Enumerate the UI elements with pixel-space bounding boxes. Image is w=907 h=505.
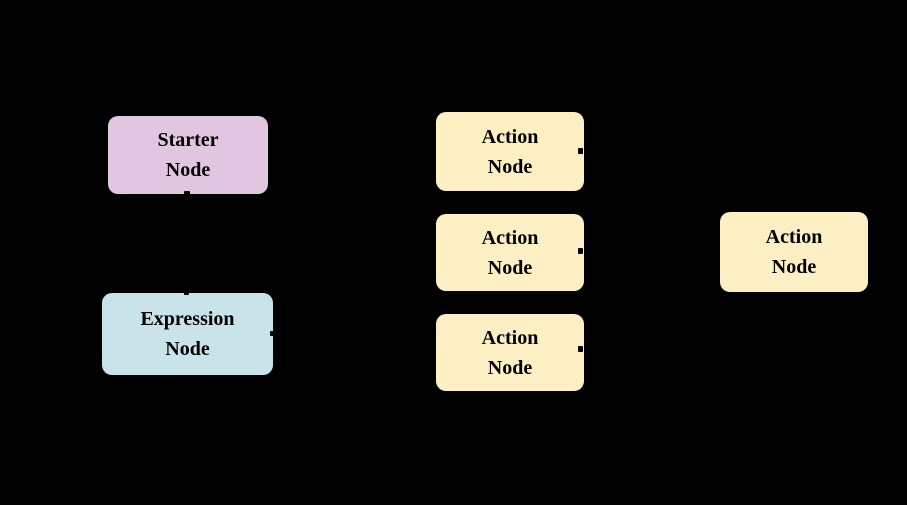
arrowhead-mark	[578, 148, 583, 154]
node-action-2: Action Node	[436, 214, 584, 291]
arrowhead-mark	[578, 346, 583, 352]
node-action-right: Action Node	[720, 212, 868, 292]
node-starter: Starter Node	[108, 116, 268, 194]
node-expression: Expression Node	[102, 293, 273, 375]
arrowhead-mark	[184, 291, 189, 295]
arrowhead-mark	[578, 248, 583, 254]
node-action-right-label: Action Node	[765, 226, 823, 278]
node-action-1: Action Node	[436, 112, 584, 191]
arrowhead-mark	[184, 191, 190, 197]
arrowhead-mark	[270, 331, 275, 336]
node-action-2-label: Action Node	[481, 226, 539, 279]
node-action-3: Action Node	[436, 314, 584, 391]
node-action-1-label: Action Node	[481, 125, 539, 178]
node-action-3-label: Action Node	[481, 326, 539, 379]
node-expression-label: Expression Node	[140, 308, 235, 360]
node-starter-label: Starter Node	[157, 129, 219, 181]
